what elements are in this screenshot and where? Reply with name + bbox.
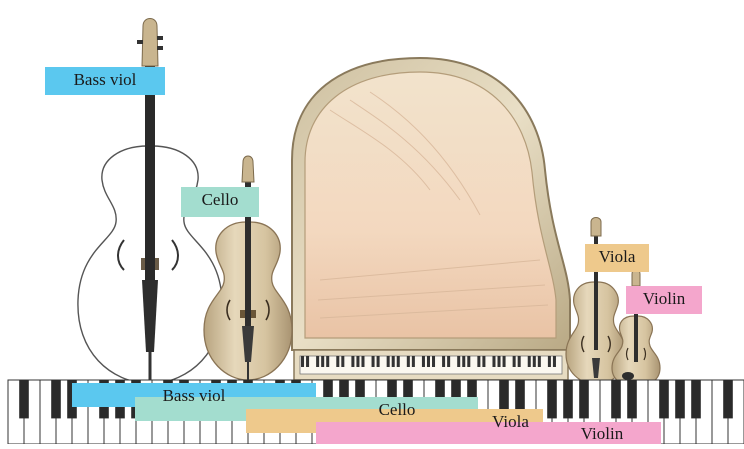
piano-black-key xyxy=(492,356,495,367)
piano-black-key xyxy=(301,356,304,367)
cello-range-label: Cello xyxy=(316,399,478,421)
piano-black-key xyxy=(341,356,344,367)
piano-black-key xyxy=(553,356,556,367)
piano-black-key xyxy=(361,356,364,367)
black-key xyxy=(659,380,669,418)
black-key xyxy=(19,380,29,418)
piano-black-key xyxy=(442,356,445,367)
piano-black-key xyxy=(538,356,541,367)
piano-black-key xyxy=(427,356,430,367)
piano-black-key xyxy=(407,356,410,367)
piano-black-key xyxy=(518,356,521,367)
piano-black-key xyxy=(326,356,329,367)
black-key xyxy=(51,380,61,418)
piano-black-key xyxy=(548,356,551,367)
black-key xyxy=(611,380,621,418)
piano-black-key xyxy=(306,356,309,367)
piano-black-key xyxy=(462,356,465,367)
piano-black-key xyxy=(533,356,536,367)
bass-viol-range-label: Bass viol xyxy=(72,385,316,407)
piano-black-key xyxy=(351,356,354,367)
black-key xyxy=(675,380,685,418)
black-key xyxy=(723,380,733,418)
black-key xyxy=(563,380,573,418)
piano-black-keys xyxy=(301,356,556,367)
cello-label: Cello xyxy=(181,187,259,217)
piano-black-key xyxy=(321,356,324,367)
piano-black-key xyxy=(422,356,425,367)
piano-black-key xyxy=(356,356,359,367)
piano-black-key xyxy=(457,356,460,367)
piano-black-key xyxy=(528,356,531,367)
piano-black-key xyxy=(482,356,485,367)
piano-black-key xyxy=(412,356,415,367)
piano-black-key xyxy=(447,356,450,367)
piano-black-key xyxy=(513,356,516,367)
viola-range-label: Viola xyxy=(478,411,543,433)
grand-piano xyxy=(292,58,570,380)
piano-black-key xyxy=(377,356,380,367)
piano-black-key xyxy=(432,356,435,367)
piano-black-key xyxy=(372,356,375,367)
piano-black-key xyxy=(503,356,506,367)
piano-black-key xyxy=(336,356,339,367)
bass-scroll xyxy=(142,19,158,67)
black-key xyxy=(691,380,701,418)
piano-black-key xyxy=(316,356,319,367)
piano-black-key xyxy=(392,356,395,367)
piano-black-key xyxy=(467,356,470,367)
violin-label: Violin xyxy=(626,286,702,314)
violin-range-label: Violin xyxy=(543,423,661,445)
bass-viol-label: Bass viol xyxy=(45,67,165,95)
piano-black-key xyxy=(498,356,501,367)
piano-black-key xyxy=(477,356,480,367)
piano-black-key xyxy=(397,356,400,367)
black-key xyxy=(579,380,589,418)
black-key xyxy=(547,380,557,418)
viola-label: Viola xyxy=(585,244,649,272)
piano-black-key xyxy=(387,356,390,367)
black-key xyxy=(627,380,637,418)
